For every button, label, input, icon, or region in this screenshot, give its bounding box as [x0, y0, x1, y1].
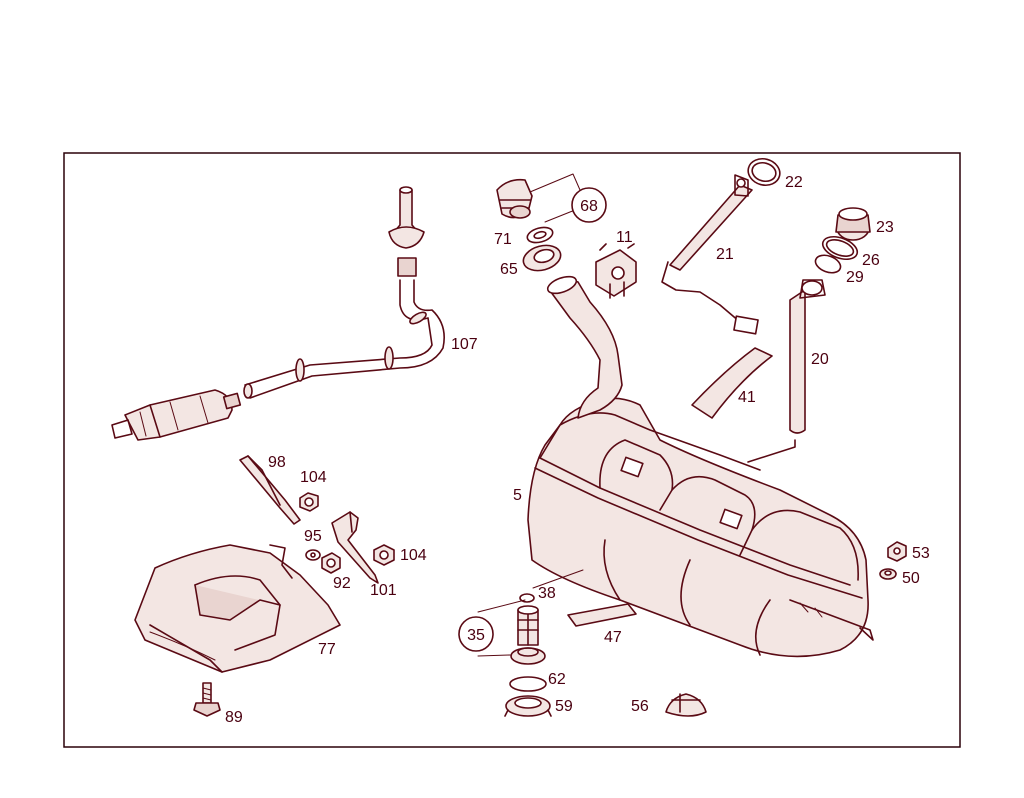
label-22: 22	[785, 174, 803, 191]
part-92-nut[interactable]	[321, 552, 341, 574]
part-95-washer[interactable]	[305, 549, 321, 561]
label-38: 38	[538, 585, 556, 602]
part-35-filter-assembly[interactable]	[510, 605, 546, 665]
label-95: 95	[304, 528, 322, 545]
part-77-heat-shield[interactable]	[134, 544, 341, 673]
label-59: 59	[555, 698, 573, 715]
part-23-cap-nut[interactable]	[835, 207, 871, 241]
part-41-insulation-pad[interactable]	[691, 347, 773, 419]
label-41: 41	[738, 389, 756, 406]
label-47: 47	[604, 629, 622, 646]
part-47-pad[interactable]	[567, 603, 637, 627]
part-21-fuel-level-sensor[interactable]	[661, 174, 759, 335]
label-11: 11	[616, 229, 633, 246]
callout-35	[458, 616, 494, 652]
label-5: 5	[513, 487, 522, 504]
part-11-valve[interactable]	[595, 243, 637, 299]
part-65-grommet[interactable]	[521, 241, 564, 274]
leader-68	[529, 173, 581, 223]
part-56-cover[interactable]	[665, 693, 707, 717]
part-22-seal-ring[interactable]	[745, 155, 783, 188]
label-92: 92	[333, 575, 351, 592]
diagram-frame	[63, 152, 961, 748]
label-26: 26	[862, 252, 880, 269]
label-77: 77	[318, 641, 336, 658]
part-68-filler-cap[interactable]	[496, 178, 533, 219]
label-104-a: 104	[300, 469, 327, 486]
part-59-lock-ring[interactable]	[504, 695, 552, 717]
label-71: 71	[494, 231, 512, 248]
label-89: 89	[225, 709, 243, 726]
part-98-bracket[interactable]	[239, 455, 301, 525]
leader-35	[477, 569, 584, 657]
callout-68	[571, 187, 607, 223]
label-20: 20	[811, 351, 829, 368]
part-5-fuel-tank[interactable]	[527, 273, 874, 658]
part-20-level-sender[interactable]	[789, 279, 826, 434]
part-104-nut-b[interactable]	[373, 544, 395, 566]
label-35: 35	[467, 627, 485, 644]
part-26-o-ring[interactable]	[820, 232, 861, 263]
part-50-washer[interactable]	[879, 568, 897, 580]
label-23: 23	[876, 219, 894, 236]
label-29: 29	[846, 269, 864, 286]
label-62: 62	[548, 671, 566, 688]
part-104-nut-a[interactable]	[299, 492, 319, 512]
part-29-seal[interactable]	[813, 252, 843, 276]
part-62-ring[interactable]	[509, 676, 547, 692]
label-56: 56	[631, 698, 649, 715]
label-21: 21	[716, 246, 734, 263]
label-104-b: 104	[400, 547, 427, 564]
part-101-bracket[interactable]	[331, 511, 379, 584]
label-98: 98	[268, 454, 286, 471]
part-107-fuel-line-pump[interactable]	[111, 186, 445, 441]
part-53-nut[interactable]	[887, 541, 907, 562]
part-71-gasket[interactable]	[526, 225, 555, 245]
label-65: 65	[500, 261, 518, 278]
label-101: 101	[370, 582, 397, 599]
label-53: 53	[912, 545, 930, 562]
label-107: 107	[451, 336, 478, 353]
label-50: 50	[902, 570, 920, 587]
part-89-bolt[interactable]	[193, 682, 221, 717]
label-68: 68	[580, 198, 598, 215]
